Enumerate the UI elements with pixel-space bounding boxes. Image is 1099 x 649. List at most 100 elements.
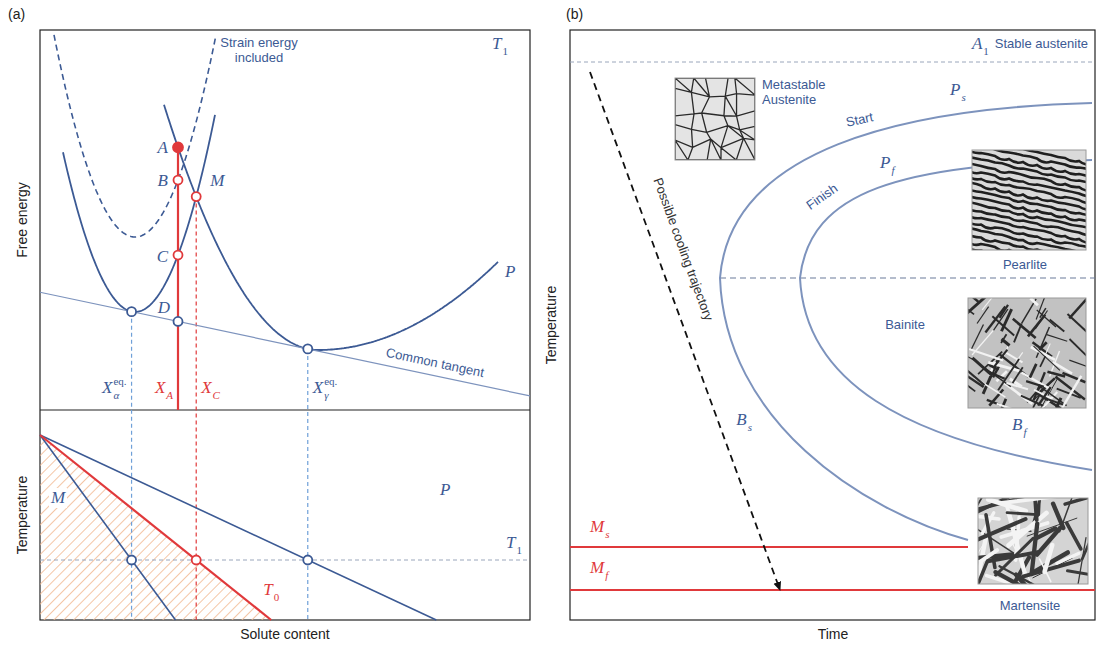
guide-line — [307, 349, 308, 620]
needle — [1043, 398, 1063, 405]
subscript: C — [213, 389, 220, 402]
subscript: 1 — [983, 45, 989, 58]
t0-line — [40, 435, 271, 620]
subscript: 1 — [517, 544, 523, 557]
subscript: f — [1023, 426, 1026, 439]
math-symbol: M — [49, 488, 67, 508]
math-symbol: X — [102, 378, 112, 398]
data-point — [303, 344, 312, 353]
austenite-curve — [164, 105, 498, 350]
axis-label: (b) — [566, 6, 583, 22]
mf-line — [570, 589, 1095, 591]
annotation: Metastable Austenite — [762, 78, 854, 108]
subscript: s — [748, 421, 752, 434]
math-symbol: X — [313, 378, 323, 398]
needle — [1069, 298, 1086, 318]
needle — [1069, 339, 1086, 359]
micrograph — [978, 498, 1088, 584]
needle — [1062, 376, 1081, 408]
needle — [1030, 298, 1038, 305]
data-point — [303, 556, 312, 565]
needle — [968, 366, 984, 385]
subscript: γ — [324, 389, 328, 402]
common-tangent — [40, 292, 530, 396]
lath — [1082, 539, 1088, 559]
annotation: Martensite — [1000, 599, 1061, 614]
needle — [1039, 342, 1046, 349]
subscript: α — [113, 389, 119, 402]
needle — [968, 383, 975, 391]
lath — [1000, 566, 1047, 584]
needle — [1013, 319, 1036, 338]
math-symbol: P — [440, 480, 450, 500]
lath — [1057, 553, 1079, 563]
needle — [1021, 372, 1051, 389]
axis-label: (a) — [8, 6, 25, 22]
lath — [1068, 571, 1088, 576]
data-point — [174, 317, 183, 326]
data-point — [174, 251, 183, 260]
lath — [1007, 513, 1037, 515]
micrograph — [972, 150, 1086, 250]
start-curve — [720, 103, 1092, 540]
needle — [1000, 305, 1009, 318]
needle — [1004, 383, 1032, 404]
martensite-curve — [63, 115, 215, 312]
axis-label: Temperature — [543, 286, 559, 365]
needle — [1047, 372, 1065, 377]
needle — [1037, 310, 1056, 327]
math-symbol: D — [158, 298, 170, 318]
math-symbol: M — [590, 517, 604, 537]
data-point — [192, 192, 201, 201]
panel-frame — [570, 30, 1095, 620]
needle — [1031, 347, 1055, 360]
annotation: Pearlite — [1003, 258, 1047, 273]
panel-divider — [40, 409, 530, 410]
subscript: s — [605, 528, 609, 541]
lath — [988, 552, 1039, 561]
lath — [978, 514, 999, 519]
math-symbol: B — [1012, 415, 1022, 435]
phase-boundary — [40, 435, 436, 620]
lath — [1001, 523, 1047, 537]
needle — [968, 354, 977, 361]
data-point — [173, 142, 183, 152]
subscript: f — [891, 164, 894, 177]
math-symbol: B — [158, 171, 168, 191]
lath — [978, 560, 988, 584]
subscript: eq. — [113, 375, 126, 388]
needle — [1045, 344, 1050, 355]
needle — [1053, 362, 1072, 374]
math-symbol: X — [155, 378, 165, 398]
needle — [970, 298, 978, 302]
math-symbol: P — [505, 262, 515, 282]
micrograph-border — [978, 498, 1088, 584]
math-symbol: X — [201, 378, 211, 398]
math-symbol: A — [972, 34, 982, 54]
needle — [1034, 346, 1060, 370]
lath — [1002, 498, 1062, 503]
needle — [1005, 352, 1023, 363]
needle — [1030, 364, 1036, 378]
needle — [1002, 309, 1012, 331]
subscript: f — [605, 569, 608, 582]
lath — [1053, 504, 1063, 528]
annotation: Bainite — [885, 318, 925, 333]
axis-label: Time — [818, 626, 849, 642]
a1-line — [570, 62, 1095, 63]
lamella — [972, 209, 1086, 239]
lath — [1032, 524, 1038, 575]
lath — [1067, 523, 1081, 549]
needle — [1007, 383, 1028, 389]
needle — [1047, 335, 1068, 342]
math-symbol: P — [950, 80, 960, 100]
lamella — [972, 150, 1086, 180]
grain-boundaries — [675, 78, 755, 160]
math-symbol: M — [590, 558, 604, 578]
temperature-line — [40, 560, 530, 561]
guide-line — [131, 312, 132, 620]
needle — [1069, 360, 1086, 372]
subscript: 1 — [502, 45, 508, 58]
needle — [968, 307, 974, 315]
micrograph — [968, 298, 1086, 408]
